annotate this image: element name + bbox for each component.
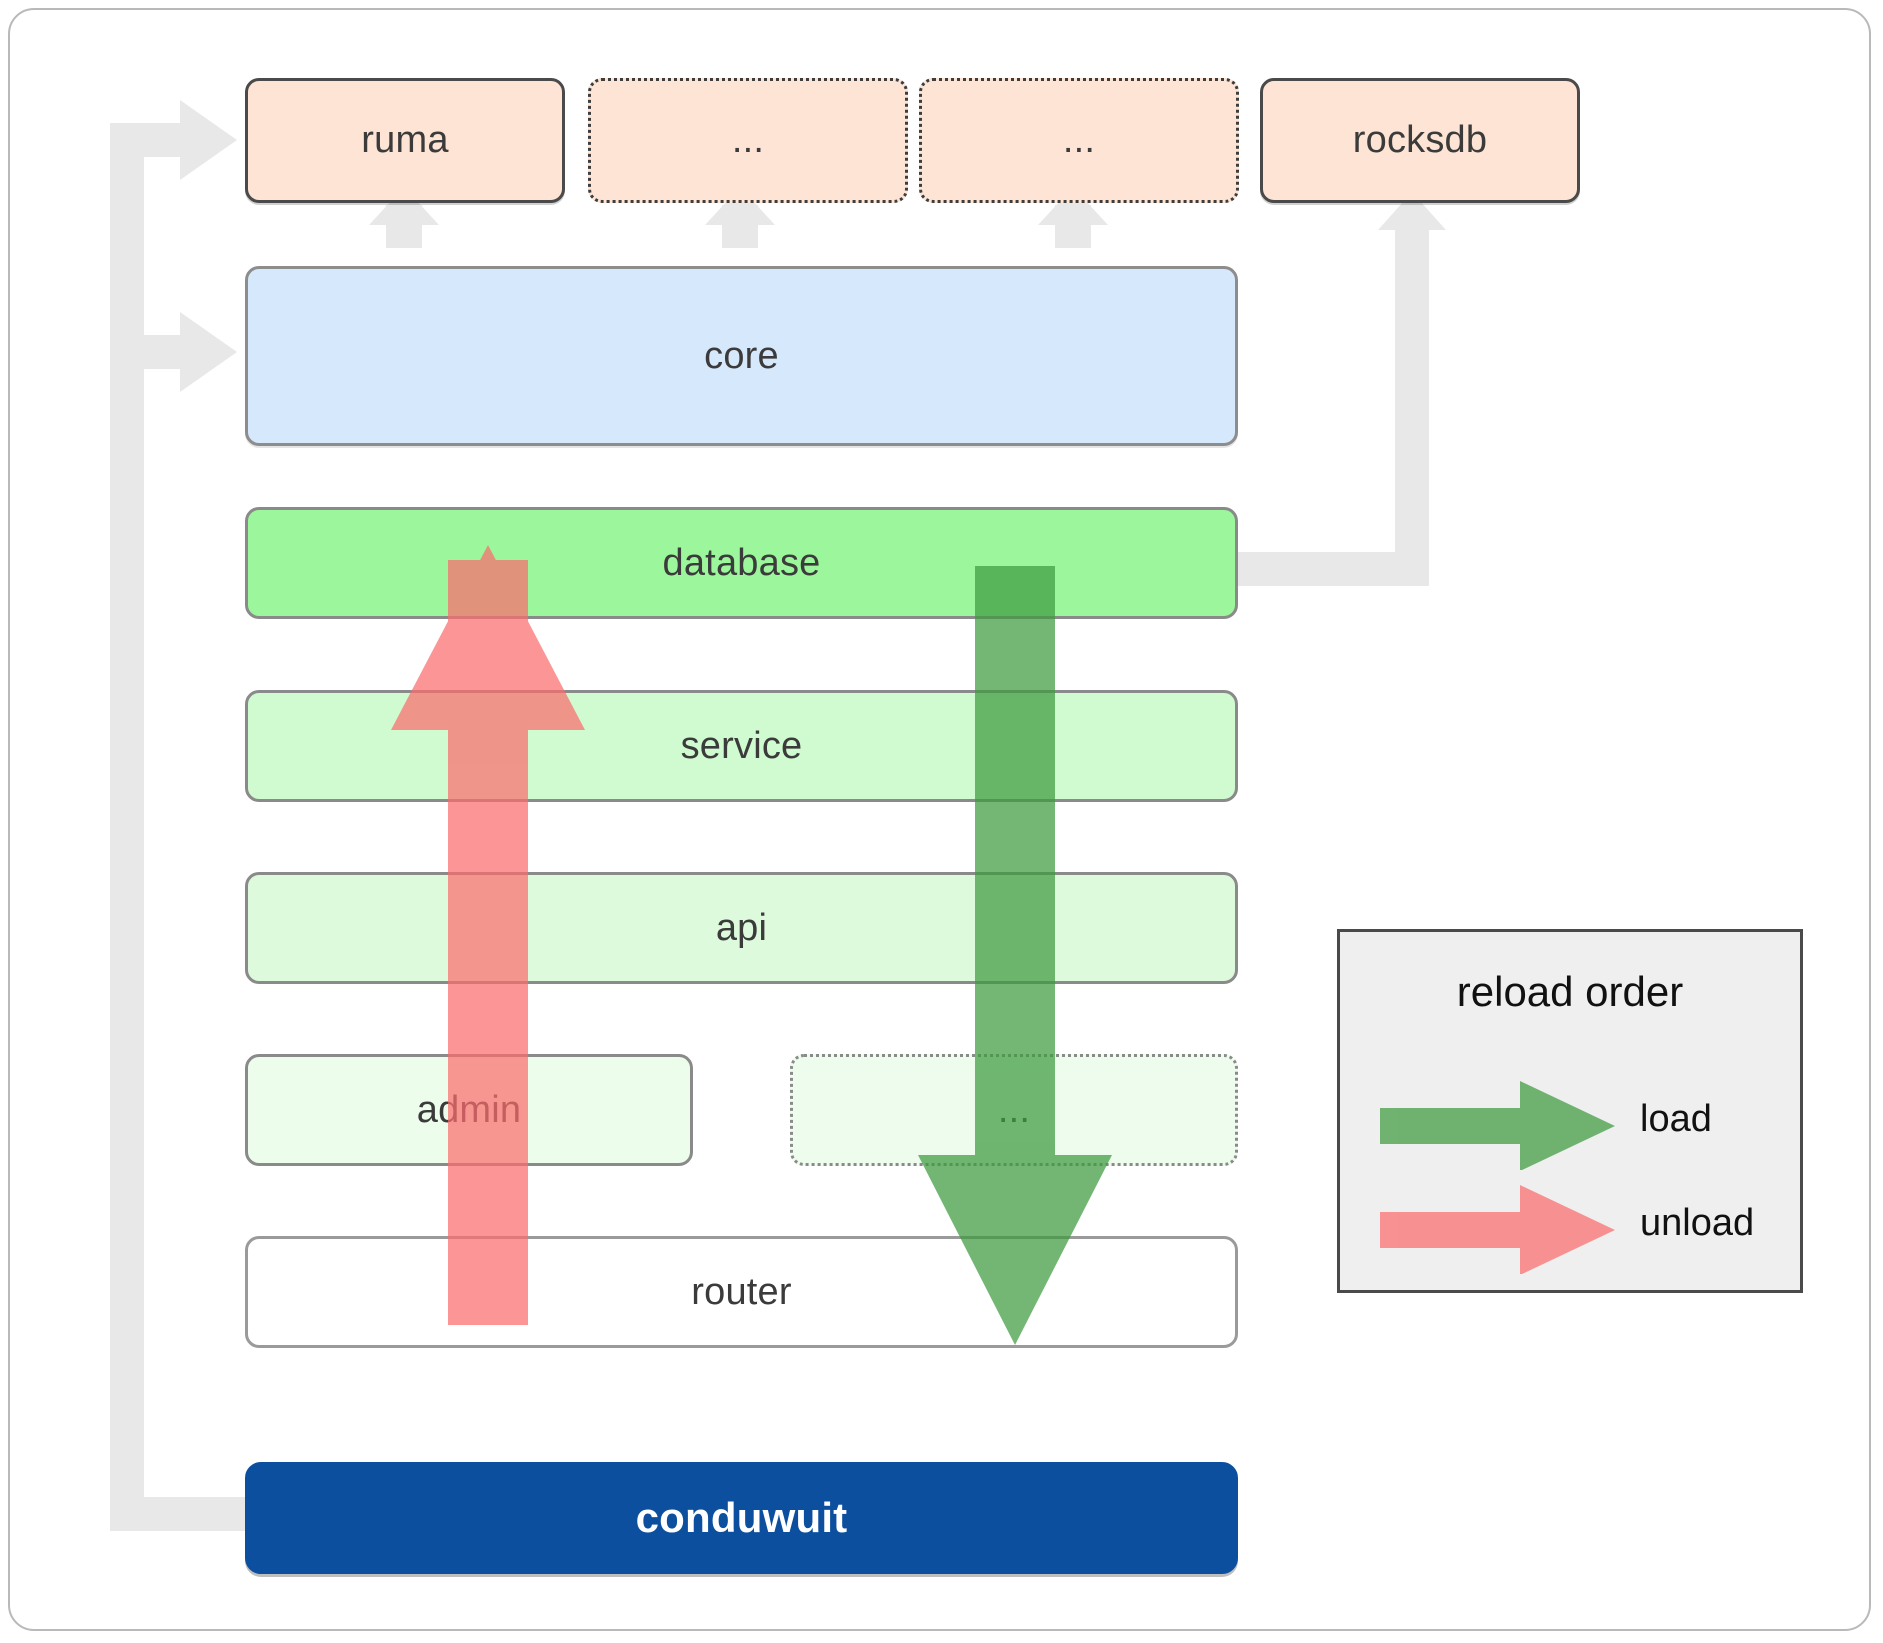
legend-row-unload: unload (1340, 1184, 1800, 1274)
legend-label-load: load (1640, 1098, 1712, 1140)
layer-label: database (662, 541, 821, 584)
layer-node-database[interactable]: database (245, 507, 1238, 619)
diagram-frame (8, 8, 1871, 1631)
legend-title: reload order (1456, 968, 1684, 1015)
load-arrow-icon (1380, 1081, 1615, 1170)
unload-arrow-icon (1380, 1185, 1615, 1274)
core-label: core (704, 334, 779, 377)
binary-label: conduwuit (635, 1494, 848, 1541)
layer-node-router[interactable]: router (245, 1236, 1238, 1348)
layer-label: admin (416, 1088, 522, 1131)
layer-label: router (691, 1270, 792, 1313)
layer-node-api[interactable]: api (245, 872, 1238, 984)
dependency-node-ruma[interactable]: ruma (245, 78, 565, 203)
layer-label: ... (997, 1088, 1031, 1131)
dependency-node-rocksdb[interactable]: rocksdb (1260, 78, 1580, 203)
legend-box: reload order load unload (1337, 929, 1803, 1293)
dependency-label: ... (1062, 119, 1096, 161)
layer-node-more[interactable]: ... (790, 1054, 1238, 1166)
dependency-label: rocksdb (1352, 119, 1488, 161)
legend-row-load: load (1340, 1080, 1800, 1170)
layer-node-admin[interactable]: admin (245, 1054, 693, 1166)
layer-node-service[interactable]: service (245, 690, 1238, 802)
binary-node-conduwuit[interactable]: conduwuit (245, 1462, 1238, 1574)
core-node[interactable]: core (245, 266, 1238, 446)
dependency-label: ruma (361, 119, 449, 161)
dependency-label: ... (731, 119, 765, 161)
dependency-node-dep-a[interactable]: ... (588, 78, 908, 203)
legend-label-unload: unload (1640, 1202, 1755, 1244)
layer-label: service (680, 724, 803, 767)
dependency-node-dep-b[interactable]: ... (919, 78, 1239, 203)
layer-label: api (715, 906, 768, 949)
